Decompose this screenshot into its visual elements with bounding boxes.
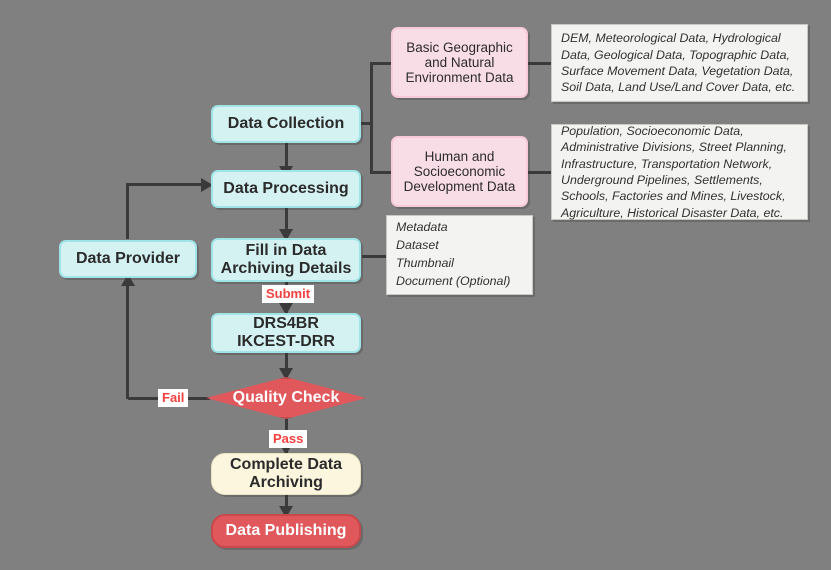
node-data-processing[interactable]: Data Processing	[211, 170, 361, 208]
note-archiving-line4: Document (Optional)	[396, 273, 511, 288]
node-data-processing-label: Data Processing	[223, 180, 349, 198]
node-fill-line1: Fill in Data	[245, 242, 327, 260]
node-fill-archiving-details[interactable]: Fill in Data Archiving Details	[211, 238, 361, 282]
node-data-collection-label: Data Collection	[227, 115, 345, 133]
node-data-publishing-label: Data Publishing	[225, 522, 347, 540]
node-basic-geographic-data[interactable]: Basic Geographic and Natural Environment…	[391, 27, 528, 98]
edge-collection-to-processing	[285, 142, 288, 178]
edge-provider-vertical	[126, 183, 129, 239]
node-human-socioeconomic-data[interactable]: Human and Socioeconomic Development Data	[391, 136, 528, 207]
note-archiving-line1: Metadata	[396, 220, 448, 235]
node-geo-line3: Environment Data	[405, 70, 514, 86]
node-data-collection[interactable]: Data Collection	[211, 105, 361, 143]
node-data-provider-label: Data Provider	[75, 250, 181, 268]
node-complete-archiving[interactable]: Complete Data Archiving	[211, 453, 361, 495]
note-socioeconomic-text: Population, Socioeconomic Data, Administ…	[561, 123, 787, 220]
arrowhead-system-to-quality	[279, 368, 293, 380]
node-geo-line1: Basic Geographic	[406, 39, 513, 55]
edge-processing-to-fill	[285, 207, 288, 240]
node-quality-check-label: Quality Check	[232, 389, 340, 406]
node-data-publishing[interactable]: Data Publishing	[211, 514, 361, 548]
edge-socio-to-note	[527, 171, 551, 174]
node-quality-check[interactable]: Quality Check	[206, 377, 366, 419]
node-system-line1: DRS4BR	[253, 315, 319, 333]
node-system-line2: IKCEST-DRR	[237, 333, 335, 350]
node-complete-line1: Complete Data	[229, 456, 343, 474]
edge-collection-bus	[370, 62, 373, 174]
edge-fail-vertical	[126, 283, 129, 399]
node-drs4br-ikcest[interactable]: DRS4BR IKCEST-DRR	[211, 313, 361, 353]
node-socio-line1: Human and	[424, 148, 495, 164]
note-archiving-requirements: Metadata Dataset Thumbnail Document (Opt…	[386, 215, 533, 295]
edge-system-to-quality	[285, 352, 288, 379]
edge-label-fail: Fail	[158, 389, 189, 407]
node-socio-line2: Socioeconomic	[413, 163, 506, 179]
edge-label-pass: Pass	[269, 430, 308, 448]
node-geo-line2: and Natural	[424, 54, 495, 70]
edge-provider-horizontal	[126, 183, 210, 186]
arrowhead-fill-to-system	[279, 303, 293, 315]
node-complete-line2: Archiving	[249, 474, 323, 491]
edge-bus-to-socio	[370, 171, 392, 174]
note-geographic-data-examples: DEM, Meteorological Data, Hydrological D…	[551, 24, 808, 102]
edge-bus-to-geo	[370, 62, 392, 65]
note-archiving-line2: Dataset	[396, 238, 439, 253]
node-socio-line3: Development Data	[403, 179, 516, 195]
arrowhead-provider-to-processing	[201, 178, 213, 192]
edge-geo-to-note	[527, 62, 551, 65]
edge-fill-to-note	[362, 255, 386, 258]
edge-collection-stub	[360, 122, 373, 125]
edge-label-submit: Submit	[262, 285, 315, 303]
node-fill-line2: Archiving Details	[220, 260, 352, 277]
node-data-provider[interactable]: Data Provider	[59, 240, 197, 278]
note-archiving-line3: Thumbnail	[396, 256, 454, 270]
note-socioeconomic-data-examples: Population, Socioeconomic Data, Administ…	[551, 124, 808, 220]
note-geographic-text: DEM, Meteorological Data, Hydrological D…	[561, 31, 796, 95]
